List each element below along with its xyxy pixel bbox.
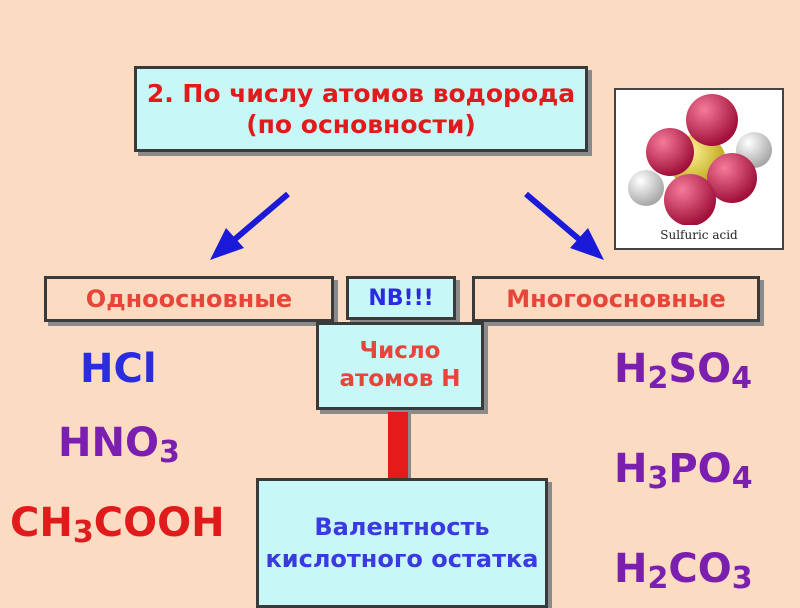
polybasic-category-label: Многоосновные — [506, 285, 726, 313]
molecule-illustration — [628, 94, 772, 226]
polybasic-category-box: Многоосновные — [472, 276, 760, 322]
formula-hcl: HCl — [80, 346, 157, 392]
monobasic-category-box: Одноосновные — [44, 276, 334, 322]
right-arrow — [524, 191, 604, 260]
title-box: 2. По числу атомов водорода (по основнос… — [134, 66, 588, 152]
nb-note-box: NB!!! — [346, 276, 456, 320]
valence-box: Валентность кислотного остатка — [256, 478, 548, 608]
formula-h3po4: H3PO4 — [614, 446, 753, 496]
image-caption: Sulfuric acid — [660, 228, 738, 242]
title-text: 2. По числу атомов водорода (по основнос… — [146, 78, 576, 139]
sulfuric-acid-image: Sulfuric acid — [614, 88, 784, 250]
left-arrow — [210, 191, 290, 260]
hydrogen-count-box: Число атомов Н — [316, 322, 484, 410]
valence-label: Валентность кислотного остатка — [265, 512, 539, 573]
formula-ch3cooh: CH3COOH — [10, 500, 225, 550]
formula-h2so4: H2SO4 — [614, 346, 753, 396]
formula-h2co3: H2CO3 — [614, 546, 753, 596]
connector-bar — [388, 412, 408, 480]
hydrogen-count-label: Число атомов Н — [339, 338, 461, 392]
nb-note-label: NB!!! — [368, 285, 434, 311]
formula-hno3: HNO3 — [58, 420, 180, 470]
monobasic-category-label: Одноосновные — [85, 285, 293, 313]
